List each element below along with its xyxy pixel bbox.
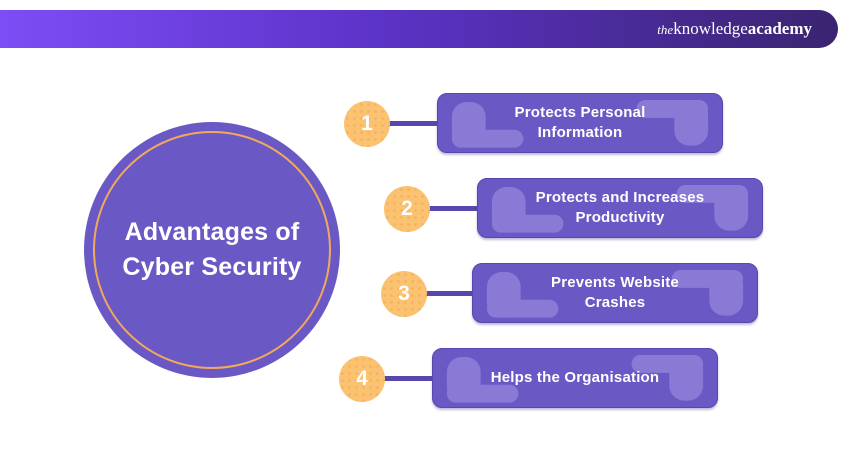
item-3-label: Prevents Website Crashes [551,273,679,311]
title-circle: Advantages of Cyber Security [84,122,340,378]
item-2-card: Protects and Increases Productivity [477,178,763,238]
item-1-card: Protects Personal Information [437,93,723,153]
item-4-connector-line [375,376,437,381]
item-3-connector-line [417,291,477,296]
title-circle-ring [93,131,331,369]
item-2-number-badge: 2 [384,186,430,232]
knowledge-academy-logo: theknowledgeacademy [657,19,812,39]
card-blob-decoration [486,269,744,318]
item-4-label: Helps the Organisation [490,368,660,386]
item-4-number-badge: 4 [339,356,385,402]
item-1-connector-line [380,121,442,126]
item-2-label: Protects and Increases Productivity [535,188,705,226]
item-2-connector-line [420,206,482,211]
page-title: Advantages of Cyber Security [122,218,302,281]
logo-the: the [657,22,674,37]
card-blob-decoration [451,99,709,148]
item-1-number-badge: 1 [344,101,390,147]
card-blob-decoration [491,184,749,233]
item-3-number-badge: 3 [381,271,427,317]
logo-knowledge: knowledge [673,19,748,38]
logo-academy: academy [747,19,812,38]
brand-bar: theknowledgeacademy [0,10,838,48]
item-4-card: Helps the Organisation [432,348,718,408]
item-3-card: Prevents Website Crashes [472,263,758,323]
item-1-label: Protects Personal Information [514,103,646,141]
card-blob-decoration [446,354,704,403]
